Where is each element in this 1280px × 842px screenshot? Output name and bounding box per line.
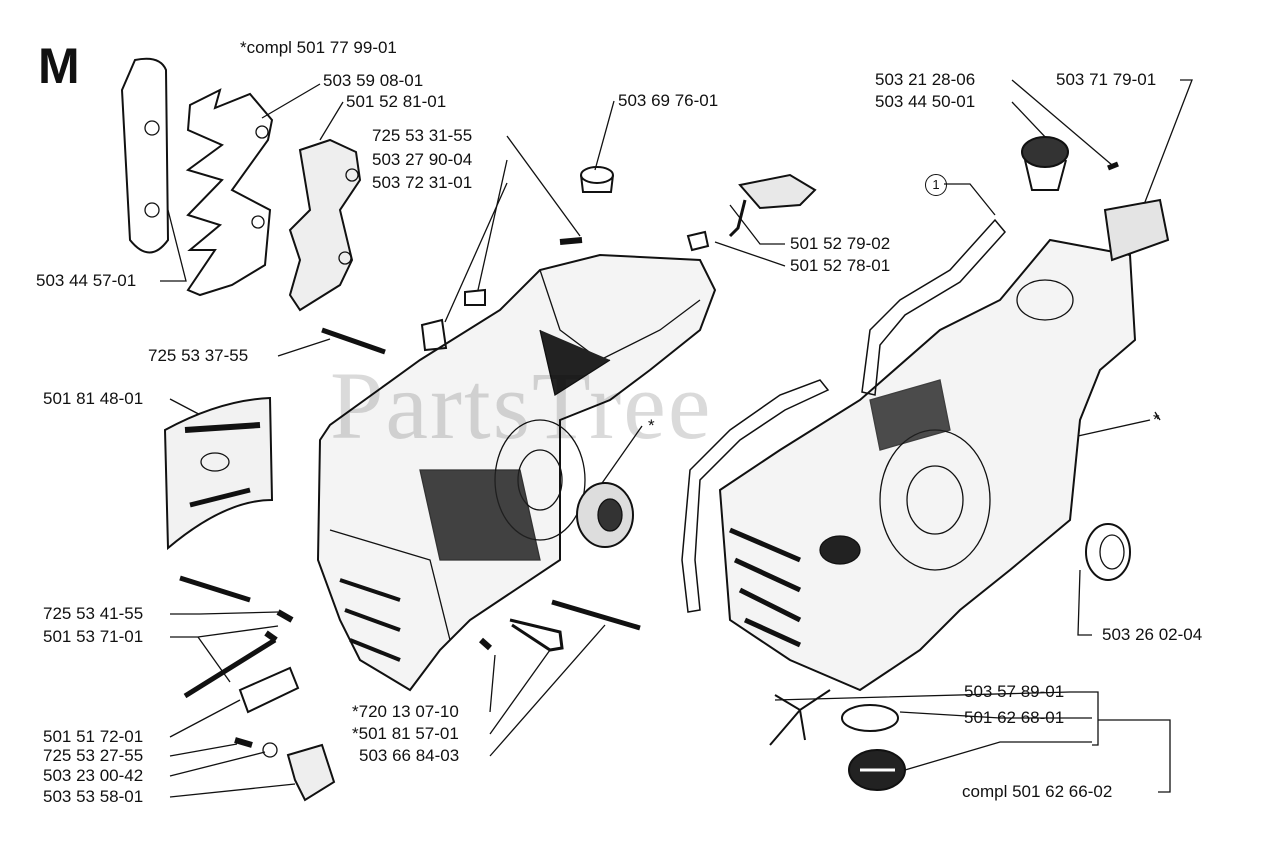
- label-503-53-58-01: 503 53 58-01: [43, 787, 144, 806]
- label-725-53-37-55: 725 53 37-55: [148, 346, 249, 365]
- label-503-72-31-01: 503 72 31-01: [372, 173, 473, 192]
- label-501-52-78-01: 501 52 78-01: [790, 256, 891, 275]
- label-720-13-07-10: *720 13 07-10: [352, 702, 459, 721]
- label-asterisk-right: *: [1153, 410, 1160, 429]
- watermark: PartsTree: [330, 352, 713, 459]
- section-letter: M: [38, 38, 80, 94]
- label-503-27-90-04: 503 27 90-04: [372, 150, 473, 169]
- label-503-44-50-01: 503 44 50-01: [875, 92, 976, 111]
- callout-marker-1: 1: [925, 174, 947, 196]
- label-501-51-72-01: 501 51 72-01: [43, 727, 144, 746]
- label-asterisk-left: *: [648, 416, 655, 435]
- label-503-44-57-01: 503 44 57-01: [36, 271, 137, 290]
- label-725-53-31-55: 725 53 31-55: [372, 126, 473, 145]
- label-503-66-84-03: 503 66 84-03: [359, 746, 460, 765]
- label-503-23-00-42: 503 23 00-42: [43, 766, 144, 785]
- label-501-52-81-01: 501 52 81-01: [346, 92, 447, 111]
- label-503-57-89-01: 503 57 89-01: [964, 682, 1065, 701]
- label-501-62-68-01: 501 62 68-01: [964, 708, 1065, 727]
- label-501-81-48-01: 501 81 48-01: [43, 389, 144, 408]
- label-501-81-57-01: *501 81 57-01: [352, 724, 459, 743]
- label-725-53-41-55: 725 53 41-55: [43, 604, 144, 623]
- label-503-69-76-01: 503 69 76-01: [618, 91, 719, 110]
- label-503-21-28-06: 503 21 28-06: [875, 70, 976, 89]
- label-501-53-71-01: 501 53 71-01: [43, 627, 144, 646]
- label-503-26-02-04: 503 26 02-04: [1102, 625, 1203, 644]
- label-725-53-27-55: 725 53 27-55: [43, 746, 144, 765]
- label-503-71-79-01: 503 71 79-01: [1056, 70, 1157, 89]
- leader-line: [261, 83, 321, 119]
- label-compl-501-62-66-02: compl 501 62 66-02: [962, 782, 1113, 801]
- label-503-59-08-01: 503 59 08-01: [323, 71, 424, 90]
- label-compl-501-77-99-01: *compl 501 77 99-01: [240, 38, 397, 57]
- label-501-52-79-02: 501 52 79-02: [790, 234, 891, 253]
